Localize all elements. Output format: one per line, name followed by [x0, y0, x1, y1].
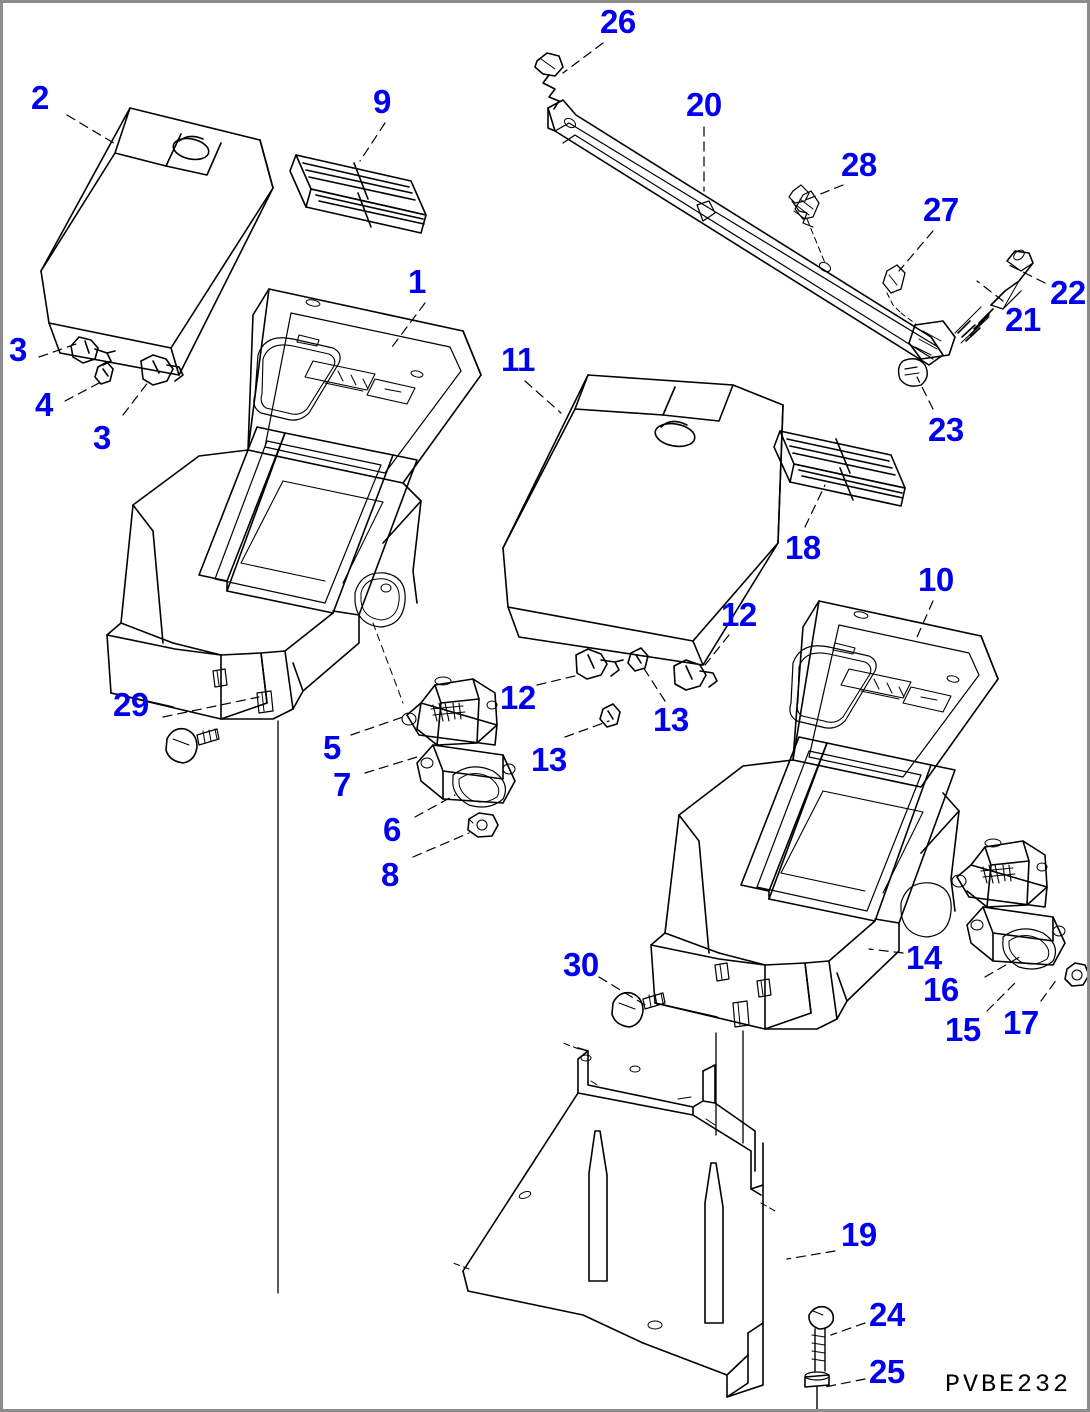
part-9-vent-grille	[289, 154, 427, 234]
part-29-bolt	[165, 727, 220, 764]
callout-28: 28	[841, 146, 877, 183]
callout-4: 4	[35, 386, 53, 423]
callout-24: 24	[869, 1296, 905, 1333]
callout-23: 23	[928, 411, 964, 448]
part-20-rops-support-bar	[547, 99, 944, 366]
callout-19: 19	[841, 1216, 877, 1253]
part-26-upper-bolt	[534, 52, 564, 110]
part-2-left-cover-panel	[40, 107, 274, 376]
part-14-15-16-17-right-lock-assembly	[951, 838, 1087, 987]
part-3-clamp-right	[140, 354, 184, 386]
technical-line-drawing	[38, 42, 1087, 1409]
callout-5: 5	[323, 729, 341, 766]
part-13-clip-b	[627, 647, 649, 672]
callout-15: 15	[945, 1011, 981, 1048]
callout-27: 27	[923, 191, 959, 228]
part-12-clamp-b	[673, 659, 718, 691]
part-30-bolt	[611, 991, 666, 1028]
part-1-left-console-box	[106, 288, 482, 1294]
part-5-6-7-8-left-lock-assembly	[372, 622, 516, 838]
callout-1: 1	[408, 263, 426, 300]
part-25-lower-washer	[804, 1371, 830, 1409]
callout-3-upper: 3	[9, 331, 27, 368]
callout-7: 7	[333, 766, 351, 803]
callout-8: 8	[381, 856, 399, 893]
part-3-clamp-left	[70, 336, 116, 366]
callout-leader-lines	[38, 42, 1058, 1388]
part-19-floor-bracket	[452, 1042, 776, 1398]
part-18-vent-grille	[773, 430, 906, 507]
callout-22: 22	[1050, 274, 1086, 311]
callout-14: 14	[906, 939, 942, 976]
part-11-right-cover-panel	[502, 374, 784, 666]
callout-3-lower: 3	[93, 419, 111, 456]
callout-29: 29	[113, 686, 149, 723]
callout-13-lower: 13	[531, 741, 567, 778]
part-28-mid-bolt	[788, 184, 814, 228]
callout-21: 21	[1005, 301, 1041, 338]
callout-26: 26	[600, 3, 636, 40]
part-24-lower-bolt	[808, 1305, 835, 1372]
part-10-right-console-box	[650, 600, 999, 1144]
callout-16: 16	[923, 971, 959, 1008]
callout-6: 6	[383, 811, 401, 848]
drawing-code-label: PVBE232	[944, 1370, 1071, 1399]
callout-9: 9	[373, 83, 391, 120]
part-4-clip	[94, 361, 114, 385]
part-13-clip-a	[599, 703, 621, 728]
callout-10: 10	[918, 561, 954, 598]
callout-20: 20	[686, 86, 722, 123]
part-12-clamp-a	[575, 648, 624, 680]
callout-18: 18	[785, 529, 821, 566]
callout-30: 30	[563, 946, 599, 983]
callout-2: 2	[31, 79, 49, 116]
callout-13-upper: 13	[653, 701, 689, 738]
part-21-22-23-27-pin-assembly	[882, 249, 1034, 387]
callout-12-upper: 12	[721, 596, 757, 633]
callout-25: 25	[869, 1353, 905, 1390]
callout-11: 11	[501, 341, 535, 378]
callout-17: 17	[1003, 1004, 1039, 1041]
callout-12-lower: 12	[500, 679, 536, 716]
